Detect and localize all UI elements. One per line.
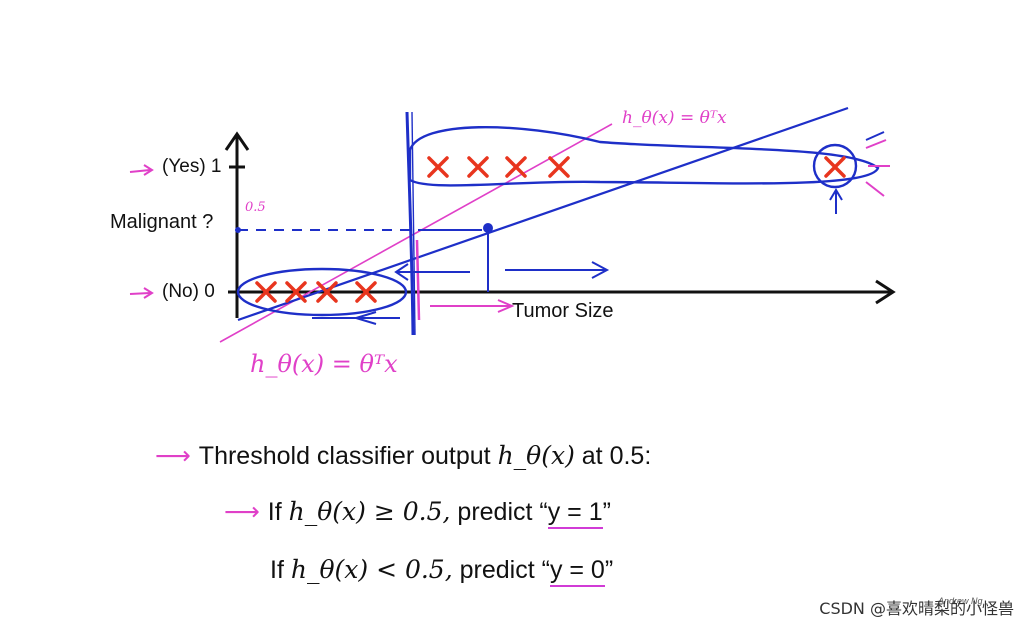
if-label: If (267, 498, 282, 526)
y-axis-label: Malignant ? (110, 211, 214, 233)
x-axis-label: Tumor Size (512, 300, 614, 322)
hypothesis-label-bottom: h_θ(x) = θᵀx (250, 350, 398, 378)
data-point-x-marker (824, 156, 846, 178)
if-label: If (270, 556, 284, 584)
bullet-1-math: h_θ(x) (497, 441, 575, 470)
bullet-3-math: h_θ(x) < 0.5, (290, 555, 453, 584)
threshold-tick-label: 0.5 (245, 200, 266, 215)
y-tick-label-no: (No) 0 (162, 281, 215, 302)
watermark: CSDN @喜欢晴梨的小怪兽 (819, 599, 1014, 618)
prediction-y1: y = 1 (547, 498, 603, 529)
pink-hypothesis-line (219, 123, 613, 343)
data-point-x-marker (505, 156, 527, 178)
arrow-icon: ⟶ (155, 441, 199, 470)
data-point-x-marker (548, 156, 570, 178)
decision-boundary (405, 111, 415, 336)
hypothesis-label-top: h_θ(x) = θᵀx (622, 108, 727, 128)
data-point-x-marker (316, 281, 338, 303)
bullet-line-2: ⟶ If h_θ(x) ≥ 0.5, predict “y = 1” (224, 497, 611, 529)
predict-label: predict “ (457, 498, 548, 526)
y-tick-label-yes: (Yes) 1 (162, 156, 222, 177)
bullet-1-tail: at 0.5: (581, 442, 652, 470)
threshold-point (483, 223, 493, 233)
data-markers (255, 156, 846, 303)
close-quote: ” (602, 498, 611, 526)
threshold-tick-dot (235, 227, 241, 233)
y-axis-arrowhead (224, 131, 250, 151)
predict-label: predict “ (459, 556, 550, 584)
bullet-line-3: If h_θ(x) < 0.5, predict “y = 0” (270, 555, 614, 587)
prediction-y0: y = 0 (549, 556, 605, 587)
group-0-ellipse (236, 267, 408, 317)
data-point-x-marker (285, 281, 307, 303)
data-point-x-marker (355, 281, 377, 303)
blue-hypothesis-line (237, 106, 849, 322)
close-quote: ” (604, 556, 614, 584)
signature: Andrew Ng (938, 596, 983, 606)
data-point-x-marker (427, 156, 449, 178)
data-point-x-marker (255, 281, 277, 303)
data-point-x-marker (467, 156, 489, 178)
group-1-ellipse (408, 125, 880, 187)
bullet-1-text: Threshold classifier output (198, 442, 491, 470)
outlier-circle (812, 143, 858, 189)
x-axis-arrowhead (875, 279, 896, 305)
bullet-line-1: ⟶ Threshold classifier output h_θ(x) at … (155, 441, 651, 471)
bullet-2-math: h_θ(x) ≥ 0.5, (288, 497, 451, 526)
arrow-icon: ⟶ (224, 497, 268, 526)
